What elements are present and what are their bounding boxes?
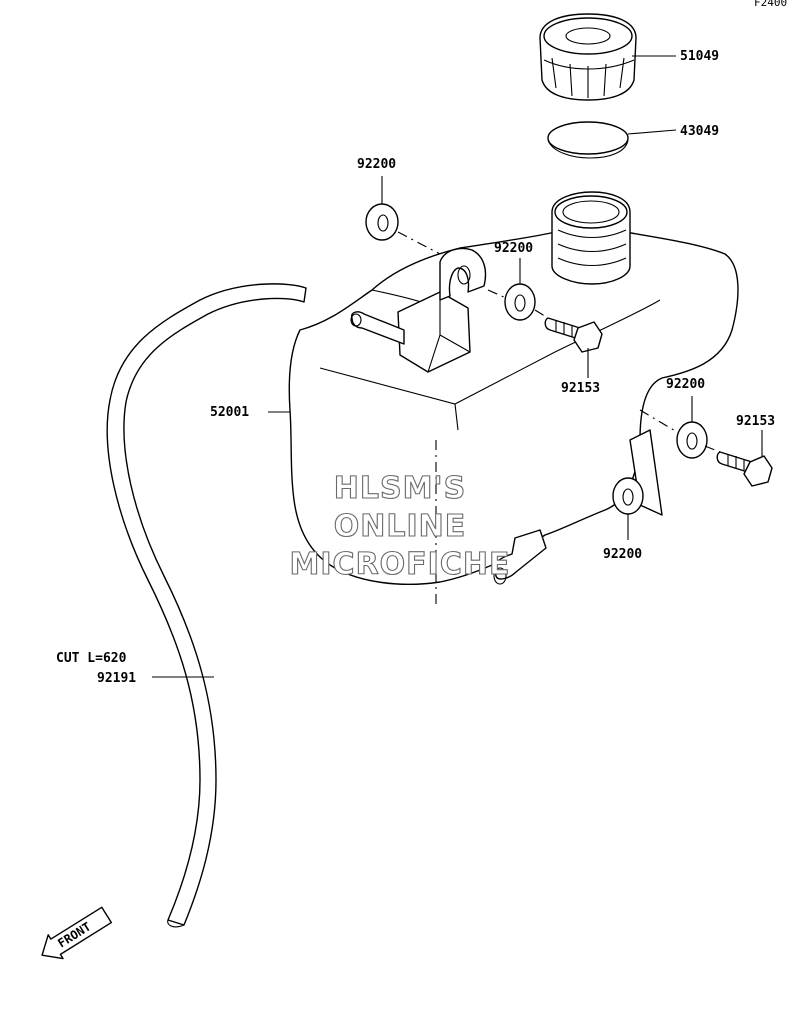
washer-bottom[interactable] (612, 477, 644, 515)
fuel-hose[interactable] (106, 283, 307, 928)
label-washer-mid: 92200 (494, 241, 533, 256)
label-cap: 51049 (680, 49, 719, 64)
watermark-line-1: HLSM'S (334, 471, 466, 506)
watermark-line-2: ONLINE (334, 509, 467, 544)
leader-lines (152, 55, 763, 678)
label-bolt-right: 92153 (736, 414, 775, 429)
washer-right[interactable] (676, 421, 708, 459)
cap-gasket[interactable] (547, 121, 629, 159)
fuel-tank[interactable] (288, 191, 739, 586)
label-washer-right: 92200 (666, 377, 705, 392)
bolt-right[interactable] (716, 451, 773, 487)
watermark: HLSM'S ONLINE MICROFICHE (289, 470, 511, 582)
watermark-line-3: MICROFICHE (290, 547, 511, 582)
washer-top[interactable] (365, 203, 399, 241)
label-bolt-mid: 92153 (561, 381, 600, 396)
diagram-code: F2400 (754, 0, 787, 9)
label-tank: 52001 (210, 405, 249, 420)
label-hose-cut-length: CUT L=620 (56, 651, 127, 666)
washer-mid[interactable] (504, 283, 536, 321)
front-arrow-icon: FRONT (41, 906, 112, 960)
fuel-cap[interactable] (539, 13, 637, 101)
label-washer-top: 92200 (357, 157, 396, 172)
label-washer-bottom: 92200 (603, 547, 642, 562)
label-hose: 92191 (97, 671, 136, 686)
label-gasket: 43049 (680, 124, 719, 139)
bolt-mid[interactable] (544, 317, 603, 353)
